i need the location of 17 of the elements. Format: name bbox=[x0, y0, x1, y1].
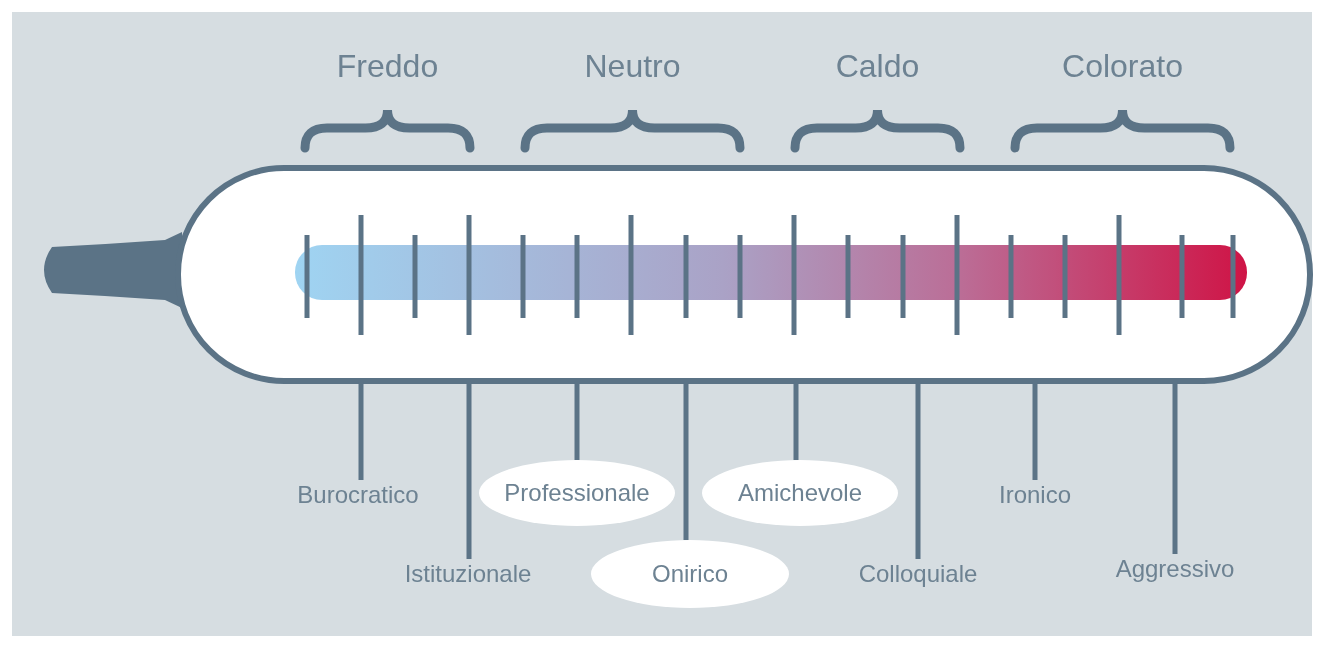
category-label: Neutro bbox=[583, 47, 682, 86]
leader-line bbox=[466, 382, 472, 559]
scale-label: Ironico bbox=[975, 480, 1095, 510]
leader-line bbox=[683, 382, 689, 540]
scale-label: Burocratico bbox=[273, 480, 443, 510]
category-label: Freddo bbox=[335, 47, 440, 86]
leader-line bbox=[915, 382, 921, 559]
scale-label: Istituzionale bbox=[378, 559, 558, 589]
leader-line bbox=[793, 382, 799, 460]
leader-line bbox=[574, 382, 580, 460]
scale-label: Colloquiale bbox=[833, 559, 1003, 589]
leader-line bbox=[1032, 382, 1038, 480]
leader-line bbox=[1172, 382, 1178, 554]
scale-label: Aggressivo bbox=[1095, 554, 1255, 584]
leader-line bbox=[358, 382, 364, 480]
category-label: Caldo bbox=[834, 47, 921, 86]
category-label: Colorato bbox=[1061, 47, 1184, 86]
